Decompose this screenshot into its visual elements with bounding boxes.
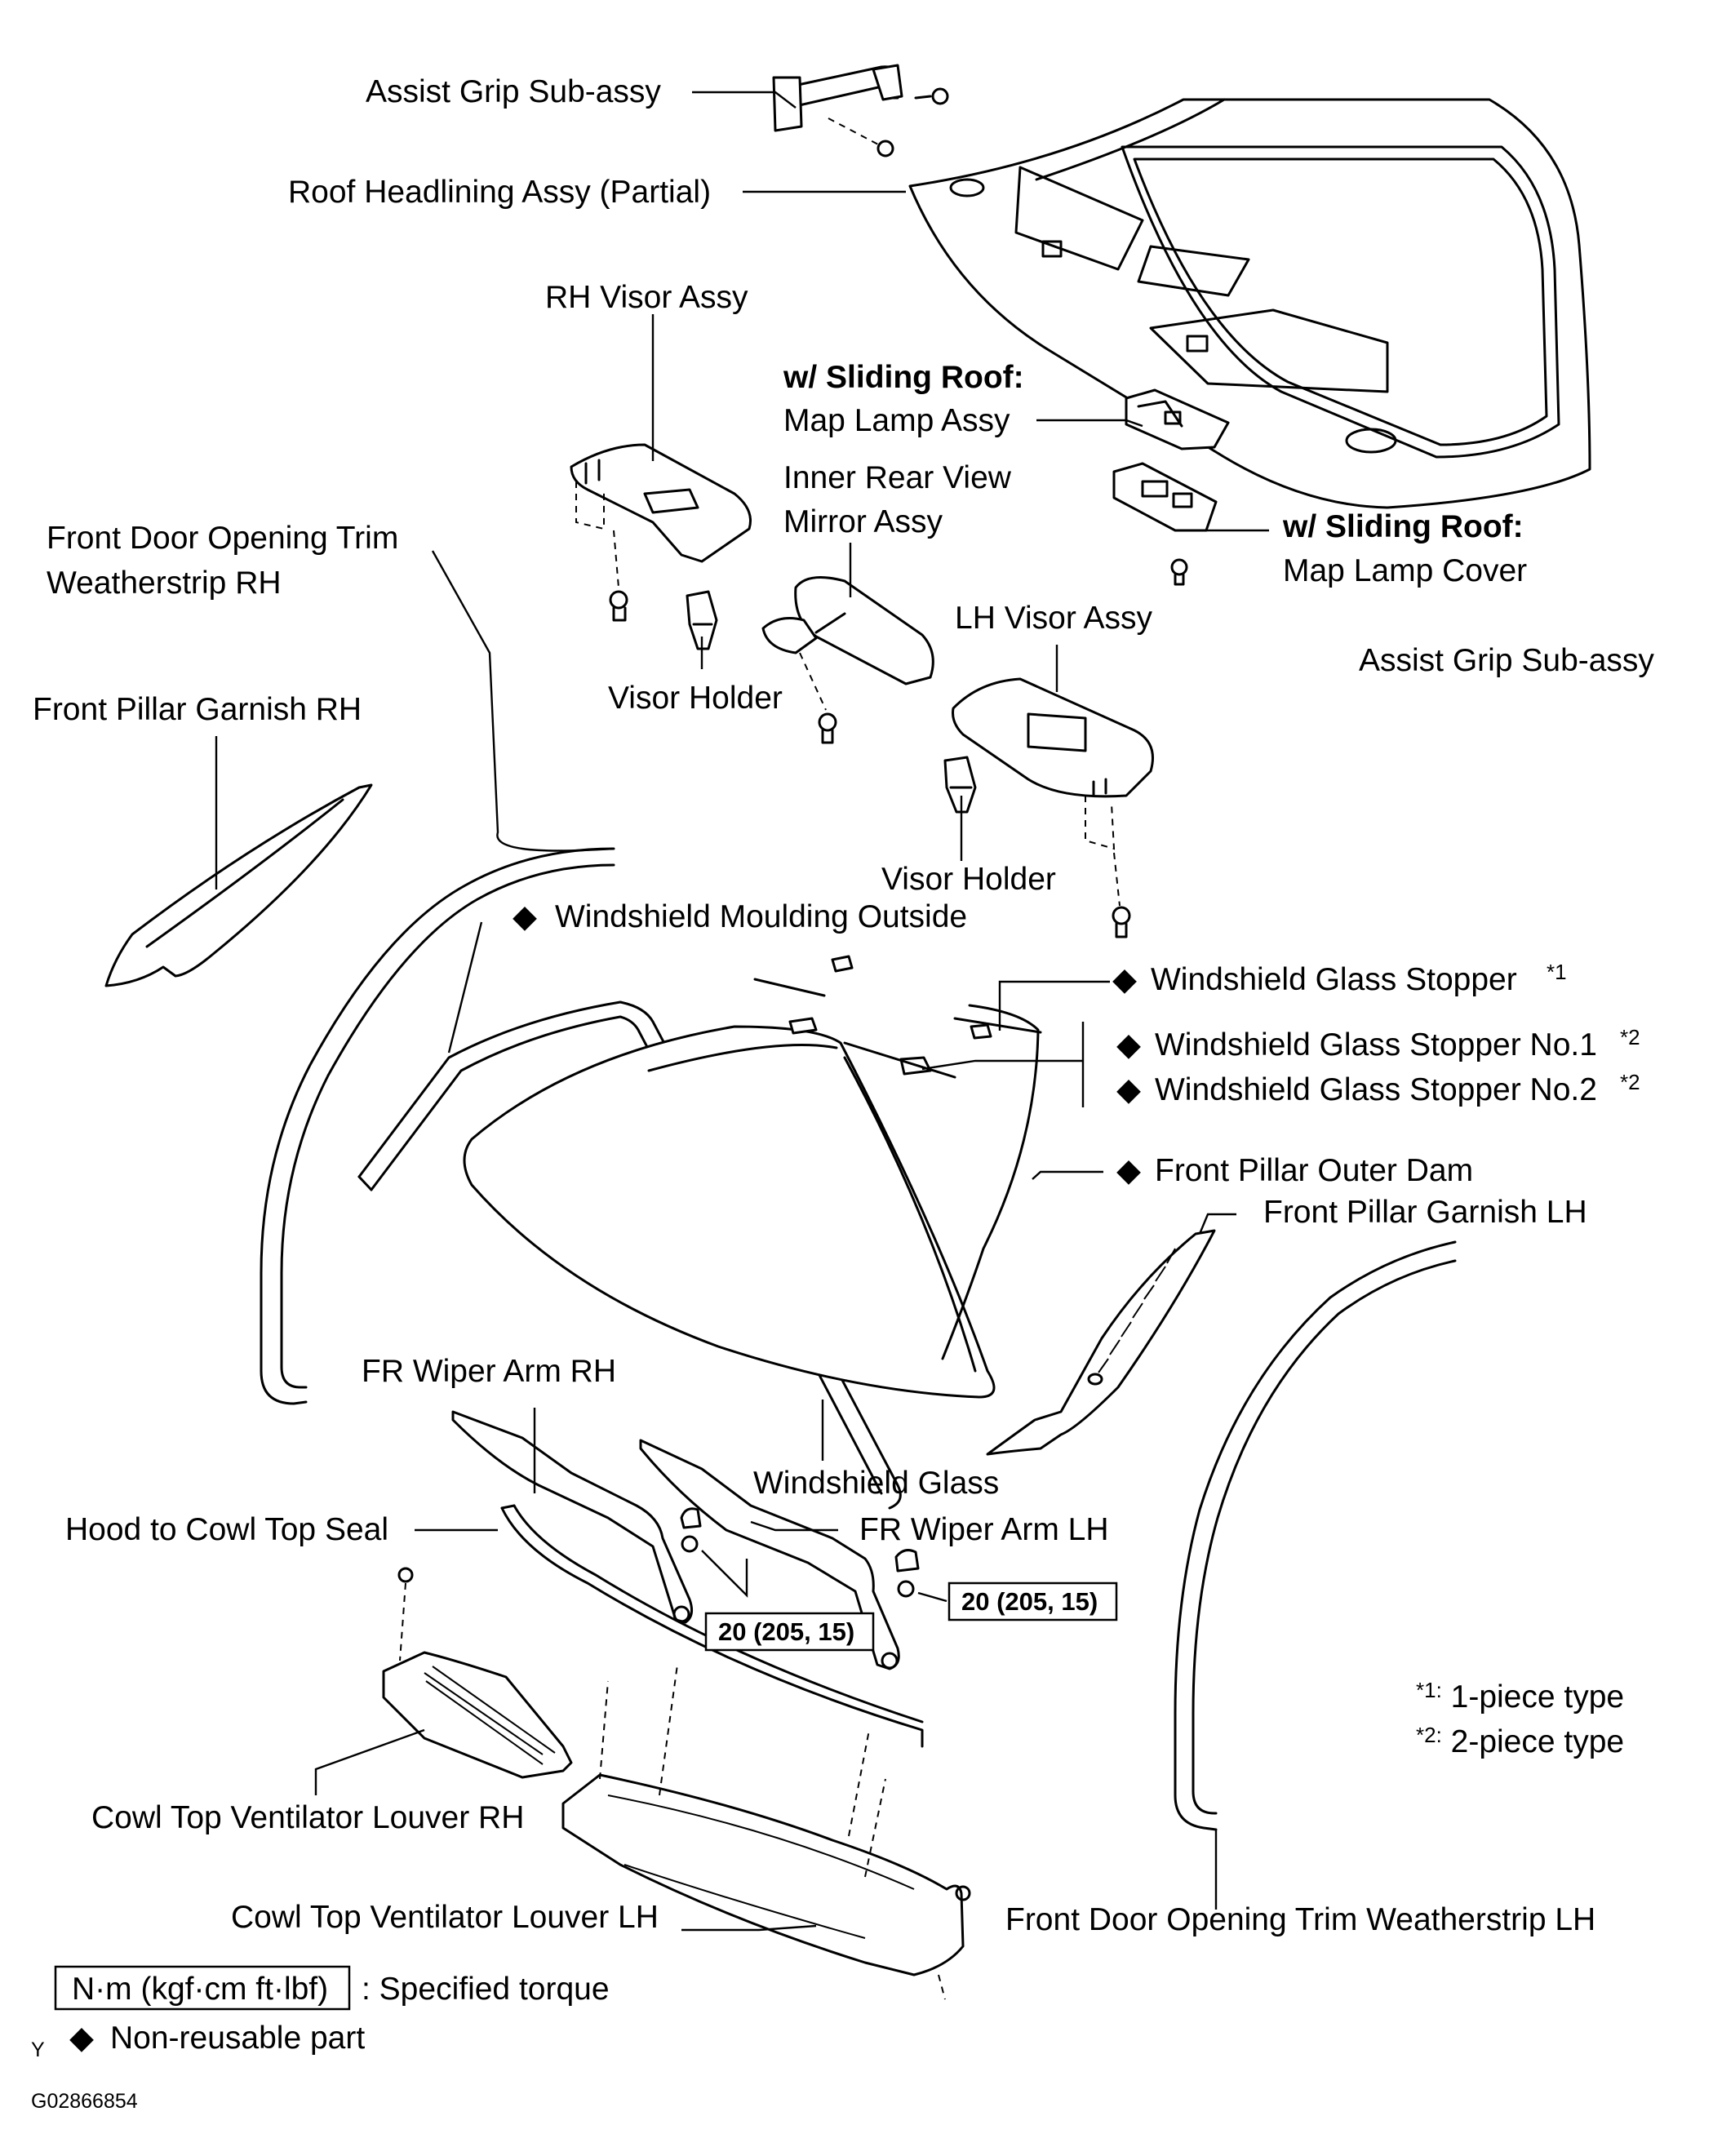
note1-mark: *1: [1416,1678,1442,1702]
assist-grip-rh-part [772,64,949,157]
torque-box-lh: 20 (205, 15) [947,1582,1118,1621]
note-stopper-no1: *2 [1620,1025,1640,1049]
pillar-garnish-lh-part [986,1229,1216,1456]
pillar-garnish-rh-part [104,783,373,987]
leader-lines [215,91,1269,1932]
wiper-arms-part [451,1410,920,1670]
rh-visor-part [570,443,752,622]
label-fd-trim-rh-1: Front Door Opening Trim [47,521,398,556]
label-assist-grip-lh: Assist Grip Sub-assy [1359,643,1654,678]
label-wiper-lh: FR Wiper Arm LH [859,1512,1109,1547]
label-louver-lh: Cowl Top Ventilator Louver LH [231,1900,659,1935]
diamond-legend: ◆ [69,2021,94,2056]
label-visor-holder-rh: Visor Holder [608,681,783,716]
note1-legend: *1: 1-piece type [1416,1678,1624,1715]
lh-visor-part [952,677,1154,938]
diamond-moulding: ◆ [513,899,537,934]
inner-mirror-part [761,576,934,744]
fd-trim-lh-part [1174,1240,1457,1831]
windshield-glass-part [463,1025,996,1399]
figure-id: G02866854 [31,2090,138,2113]
y-mark: Y [31,2038,45,2061]
torque-box-rh: 20 (205, 15) [704,1612,875,1652]
label-sliding-roof-2: w/ Sliding Roof: [1282,509,1524,544]
label-fd-trim-lh: Front Door Opening Trim Weatherstrip LH [1005,1902,1595,1937]
legend-torque: N·m (kgf·cm ft·lbf) : Specified torque [54,1965,610,2011]
diamond-outer-dam: ◆ [1116,1153,1141,1188]
label-windshield-glass: Windshield Glass [753,1466,999,1501]
label-rh-visor: RH Visor Assy [545,280,748,315]
svg-text:20 (205, 15): 20 (205, 15) [961,1587,1098,1616]
label-roof-headlining: Roof Headlining Assy (Partial) [288,175,711,210]
note-stopper-no2: *2 [1620,1070,1640,1094]
label-outer-dam: Front Pillar Outer Dam [1155,1153,1473,1188]
label-wiper-rh: FR Wiper Arm RH [362,1354,616,1389]
label-moulding-outside: Windshield Moulding Outside [555,899,967,934]
label-louver-rh: Cowl Top Ventilator Louver RH [91,1800,524,1835]
note2-legend: *2: 2-piece type [1416,1723,1624,1759]
cowl-seal-part [500,1504,924,1748]
label-fd-trim-rh-2: Weatherstrip RH [47,566,282,601]
label-cowl-seal: Hood to Cowl Top Seal [65,1512,388,1547]
diamond-stopper: ◆ [1112,962,1137,997]
label-map-lamp-cover: Map Lamp Cover [1283,553,1527,588]
label-glass-stopper: Windshield Glass Stopper [1151,962,1517,997]
note1-text: 1-piece type [1442,1679,1624,1715]
note2-text: 2-piece type [1442,1724,1624,1759]
note2-mark: *2: [1416,1723,1442,1747]
roof-headlining [908,98,1591,509]
label-pillar-garnish-rh: Front Pillar Garnish RH [33,692,362,727]
outer-dam-part [941,1004,1042,1360]
diamond-stopper-no1: ◆ [1116,1027,1141,1062]
label-visor-holder-lh: Visor Holder [881,862,1056,897]
label-glass-stopper-no2: Windshield Glass Stopper No.2 [1155,1072,1597,1107]
fd-trim-rh-part [260,847,615,1405]
label-specified-torque: : Specified torque [362,1972,610,2007]
diamond-stopper-no2: ◆ [1116,1072,1141,1107]
svg-text:20 (205, 15): 20 (205, 15) [718,1617,854,1646]
torque-unit: N·m (kgf·cm ft·lbf) [72,1972,328,2007]
label-glass-stopper-no1: Windshield Glass Stopper No.1 [1155,1027,1597,1062]
label-assist-grip-rh: Assist Grip Sub-assy [366,74,661,109]
louver-rh-part [382,1567,573,1779]
note-stopper: *1 [1547,960,1567,984]
label-lh-visor: LH Visor Assy [955,601,1153,636]
label-pillar-garnish-lh: Front Pillar Garnish LH [1263,1195,1587,1230]
label-map-lamp: Map Lamp Assy [783,403,1010,438]
map-lamp-part [1112,388,1230,586]
label-mirror-2: Mirror Assy [783,504,943,539]
louver-lh-part [561,1664,971,2000]
label-mirror-1: Inner Rear View [783,460,1012,495]
visor-holder-lh-part [943,756,977,814]
visor-holder-rh-part [686,590,718,650]
label-sliding-roof-1: w/ Sliding Roof: [783,360,1024,395]
moulding-outside-part [357,1000,902,1510]
label-non-reusable: Non-reusable part [110,2021,365,2056]
